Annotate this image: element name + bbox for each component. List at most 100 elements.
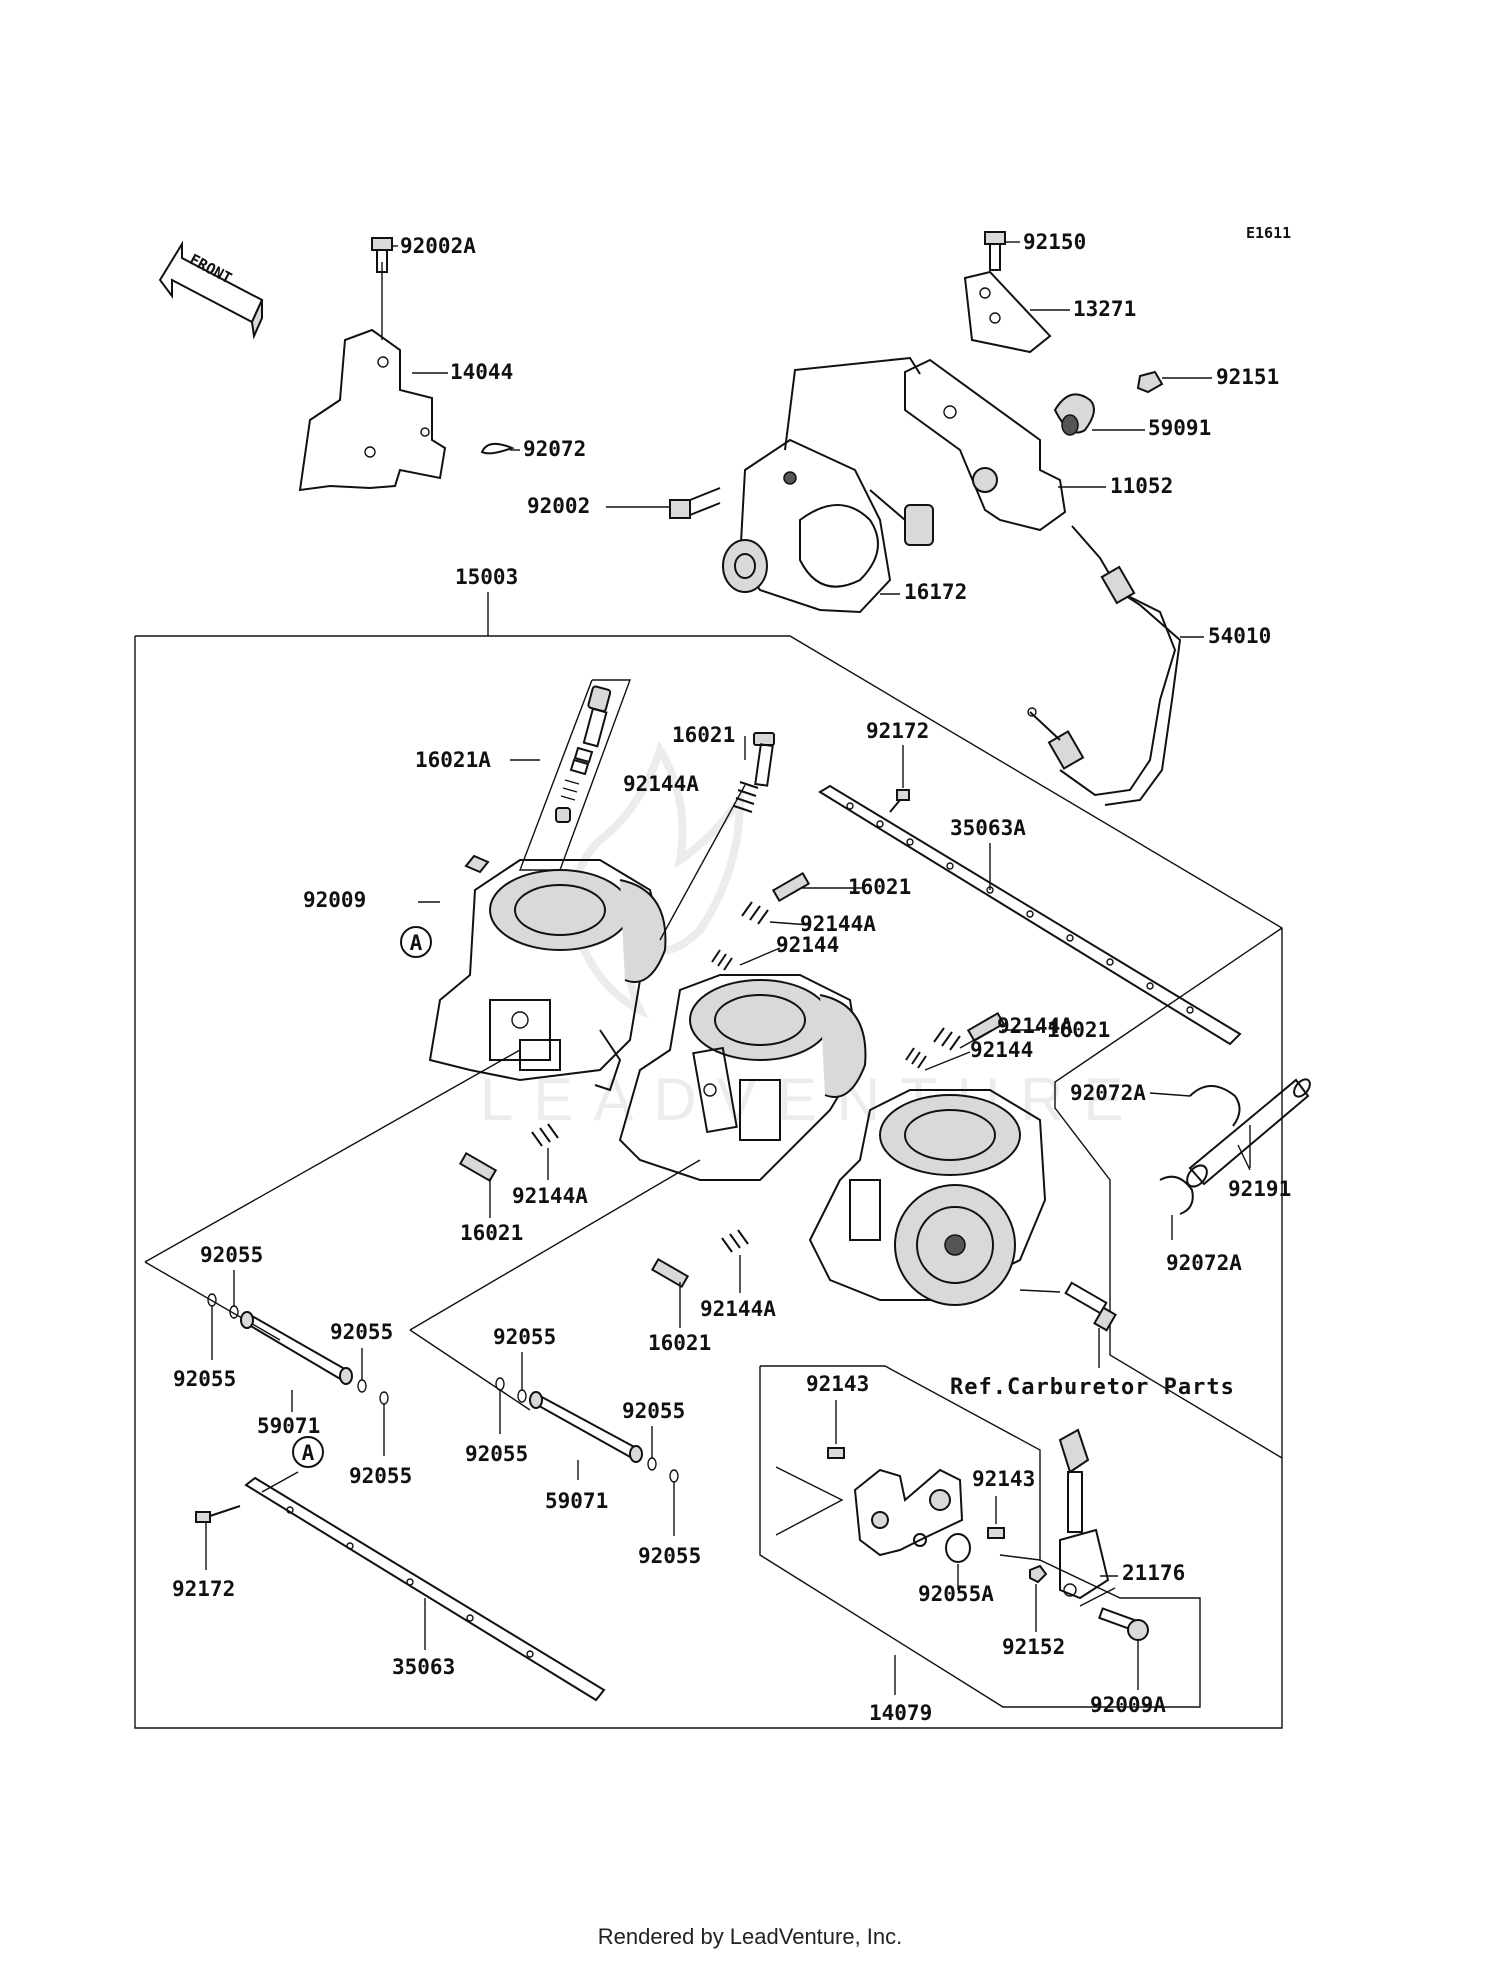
spring-92144A-e [721, 1229, 749, 1253]
part-label-92055: 92055 [493, 1325, 556, 1349]
servo-motor-16172 [722, 356, 934, 614]
part-label-92055: 92055 [638, 1544, 701, 1568]
part-label-15003: 15003 [455, 565, 518, 589]
spring-92144A-c [933, 1027, 961, 1051]
part-label-92055: 92055 [200, 1243, 263, 1267]
bolt-92150 [984, 231, 1006, 271]
part-label-92144: 92144 [970, 1038, 1033, 1062]
carburetor-2 [618, 974, 867, 1181]
part-label-59071: 59071 [257, 1414, 320, 1438]
clip-92072A-upper [1189, 1085, 1241, 1127]
part-label-92072A: 92072A [1166, 1251, 1242, 1275]
bolt-92002A [371, 237, 393, 273]
svg-text:LEADVENTURE: LEADVENTURE [480, 1066, 1143, 1133]
screw-16021-d [458, 1151, 498, 1183]
bolt-92002 [669, 487, 721, 519]
assembly-15003-outline [134, 635, 1283, 1729]
part-label-92144A: 92144A [997, 1014, 1073, 1038]
part-label-16021: 16021 [1047, 1018, 1110, 1042]
shaft-59071-left [240, 1311, 353, 1385]
part-label-92172: 92172 [172, 1577, 235, 1601]
part-label-92191: 92191 [1228, 1177, 1291, 1201]
screw-16021-b [771, 871, 811, 903]
part-label-13271: 13271 [1073, 297, 1136, 321]
marker-a-bottom: A [292, 1436, 324, 1468]
part-label-92055: 92055 [622, 1399, 685, 1423]
spring-92144A-d [531, 1123, 559, 1147]
pilot-screw-16021A [555, 685, 612, 823]
svg-text:A: A [302, 1441, 315, 1465]
nut-92152 [1029, 1564, 1048, 1584]
svg-text:A: A [410, 931, 423, 955]
part-label-16172: 16172 [904, 580, 967, 604]
part-label-11052: 11052 [1110, 474, 1173, 498]
link-bar-35063 [244, 1476, 606, 1702]
part-label-16021: 16021 [848, 875, 911, 899]
part-label-92144A: 92144A [700, 1297, 776, 1321]
part-label-16021: 16021 [460, 1221, 523, 1245]
cable-54010 [1027, 525, 1182, 806]
part-label-92144: 92144 [776, 933, 839, 957]
part-label-14079: 14079 [869, 1701, 932, 1725]
part-label-35063: 35063 [392, 1655, 455, 1679]
clip-92072 [480, 442, 515, 455]
part-label-92055: 92055 [465, 1442, 528, 1466]
front-direction-arrow: FRONT [158, 240, 264, 340]
part-label-92151: 92151 [1216, 365, 1279, 389]
part-label-54010: 54010 [1208, 624, 1271, 648]
part-label-92002A: 92002A [400, 234, 476, 258]
part-label-59091: 59091 [1148, 416, 1211, 440]
throttle-bracket-14079 [853, 1468, 964, 1557]
shaft-frame-left [144, 1049, 521, 1263]
part-number-labels: 92002A1404492072921501327192151590911105… [172, 230, 1291, 1725]
reference-note: Ref.Carburetor Parts [950, 1375, 1235, 1400]
bracket-14044 [298, 262, 447, 492]
bracket-11052 [904, 358, 1067, 532]
diagram-code: E1611 [1246, 224, 1291, 242]
carburetor-1 [428, 854, 667, 1092]
hose-92191 [1186, 1078, 1311, 1188]
part-label-92055: 92055 [330, 1320, 393, 1344]
spring-92144-b [711, 949, 733, 971]
part-label-92009: 92009 [303, 888, 366, 912]
part-label-92002: 92002 [527, 494, 590, 518]
screw-16021-e [650, 1257, 690, 1289]
spring-92144A-a [733, 781, 759, 813]
part-label-21176: 21176 [1122, 1561, 1185, 1585]
part-label-16021: 16021 [672, 723, 735, 747]
clip-92143-a [827, 1447, 845, 1459]
part-label-92009A: 92009A [1090, 1693, 1166, 1717]
screw-92172-bottom [195, 1505, 241, 1523]
o-rings-92055 [207, 1293, 679, 1483]
part-label-92144A: 92144A [623, 772, 699, 796]
part-label-92143: 92143 [972, 1467, 1035, 1491]
shaft-59071-right [529, 1391, 643, 1463]
bracket-16021A [518, 679, 632, 871]
part-label-92072: 92072 [523, 437, 586, 461]
part-label-92055: 92055 [349, 1464, 412, 1488]
nut-92151 [1136, 370, 1164, 394]
plate-13271 [963, 270, 1052, 354]
screw-92009A [1098, 1607, 1149, 1641]
part-label-59071: 59071 [545, 1489, 608, 1513]
part-label-35063A: 35063A [950, 816, 1026, 840]
throttle-sensor-21176 [1058, 1428, 1110, 1600]
frame-carb-3-box [1054, 927, 1283, 1459]
part-label-16021: 16021 [648, 1331, 711, 1355]
leader-92144A-top [659, 784, 746, 941]
part-label-16021A: 16021A [415, 748, 491, 772]
marker-a-top: A [400, 926, 432, 958]
footer-credit: Rendered by LeadVenture, Inc. [597, 1924, 903, 1949]
spring-92144A-b [741, 901, 769, 925]
part-label-92055: 92055 [173, 1367, 236, 1391]
spring-92144-c [905, 1047, 927, 1069]
front-label: FRONT [186, 250, 234, 287]
o-ring-92055A [945, 1533, 971, 1563]
screw-ref-carb [1064, 1281, 1117, 1332]
clip-92072A-lower [1159, 1175, 1194, 1215]
part-label-92055A: 92055A [918, 1582, 994, 1606]
screw-92172-top [889, 789, 910, 813]
carburetor-3 [808, 1089, 1047, 1306]
link-bar-35063A [818, 784, 1242, 1046]
